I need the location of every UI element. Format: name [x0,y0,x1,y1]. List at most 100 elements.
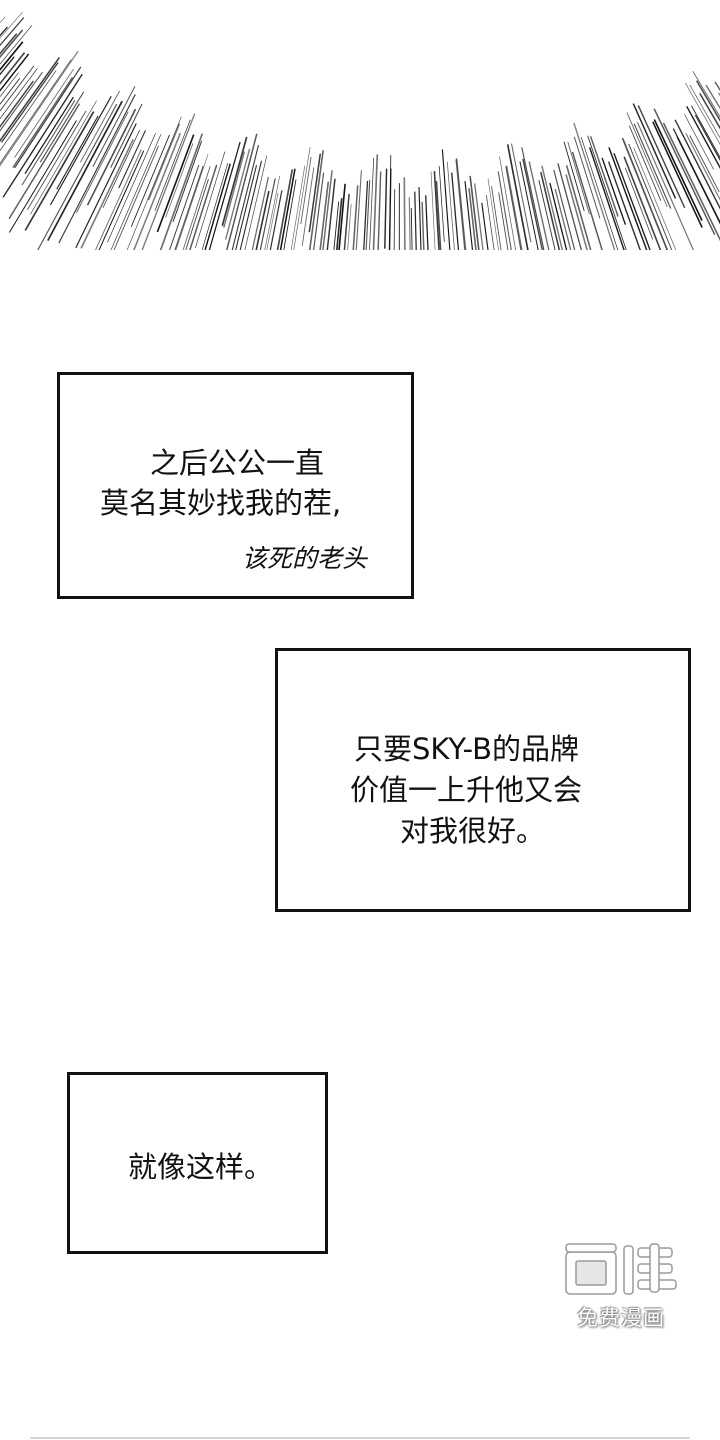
speed-line [221,136,248,227]
speed-line [300,157,312,225]
speed-line [189,164,218,250]
speed-line [549,182,568,250]
speed-lines-burst [0,11,720,250]
speed-line [156,134,195,233]
speed-line [165,143,194,218]
speed-line [37,103,118,250]
speed-line [290,165,306,250]
speed-line [279,168,296,250]
speed-line [0,11,23,39]
caption-text: 只要SKY-B的品牌 [354,732,579,766]
speed-line [0,29,24,59]
speed-line [441,149,451,250]
speed-line [0,56,15,76]
speed-line [689,84,720,139]
speed-line [343,193,350,250]
speed-line [691,105,720,159]
caption-text: 就像这样。 [128,1150,274,1184]
speed-line [313,172,325,250]
speed-line [608,147,648,250]
speed-line [110,103,143,168]
speed-line [0,62,59,143]
speed-line [384,168,388,249]
speed-line [410,207,413,250]
speed-line [126,116,182,250]
speed-line [403,177,406,250]
speed-line [528,161,550,250]
speed-line [468,188,477,250]
speed-line [338,183,346,250]
speed-line [0,80,34,128]
speed-line [185,179,209,250]
speed-line [626,112,668,208]
speed-line [499,156,517,250]
speed-line [0,52,26,85]
speed-line [662,122,720,242]
speed-line [554,188,572,250]
speed-line [505,166,522,250]
speed-line [283,179,297,250]
watermark: 免费漫画 [556,1240,686,1340]
speed-line [24,96,74,175]
speed-line [195,151,226,248]
caption-box-2: 只要SKY-B的品牌 价值一上升他又会 对我很好。 [275,648,691,912]
speed-line [226,133,258,250]
speed-line [628,125,662,201]
speed-line [352,185,359,250]
speed-line [266,192,279,250]
speed-line [587,135,627,250]
speed-line [455,159,466,250]
speed-line [686,105,720,169]
speed-line [456,158,467,250]
speed-line [632,103,677,199]
speed-line [636,121,695,250]
speed-line [8,103,81,220]
speed-line [624,167,654,240]
speed-line [239,160,263,250]
speed-line [388,155,392,250]
speed-line [326,178,336,250]
speed-line [573,122,616,250]
handwritten-remark: 该死的老头 [242,544,368,573]
speed-line [446,161,455,250]
speed-line [24,111,95,231]
speed-line [653,119,703,221]
speed-line [251,176,270,250]
speed-line [487,178,499,250]
speed-line [621,137,669,250]
speed-line [565,174,588,250]
speed-line [14,68,74,158]
speed-line [0,71,43,132]
speed-line [653,108,716,236]
speed-line [588,147,625,250]
speed-line [633,147,677,250]
caption-box-3: 就像这样。 [67,1072,328,1254]
caption-box-1: 之后公公一直 莫名其妙找我的茬, 该死的老头 [57,372,414,599]
speed-line [0,78,21,105]
speed-line [201,162,229,250]
speed-line [95,149,142,250]
speed-line [110,134,162,250]
speed-line [699,93,720,130]
speed-line [147,123,181,201]
caption-text: 莫名其妙找我的茬, [100,486,342,520]
speed-line [435,181,442,250]
speed-line [56,115,99,190]
speed-line [676,136,720,225]
speed-line [365,180,371,250]
speed-line [319,181,330,250]
speed-line [0,25,33,65]
speed-line [607,161,641,250]
speed-line [0,41,24,71]
speed-line [154,119,191,211]
speed-line [433,170,440,250]
speed-line [589,136,619,217]
speed-line [421,201,425,250]
page-divider [30,1437,690,1439]
speed-line [506,144,529,250]
speed-line [363,180,369,250]
speed-line [685,82,720,145]
speed-line [0,67,38,120]
speed-line [430,171,436,250]
speed-line [0,65,35,112]
